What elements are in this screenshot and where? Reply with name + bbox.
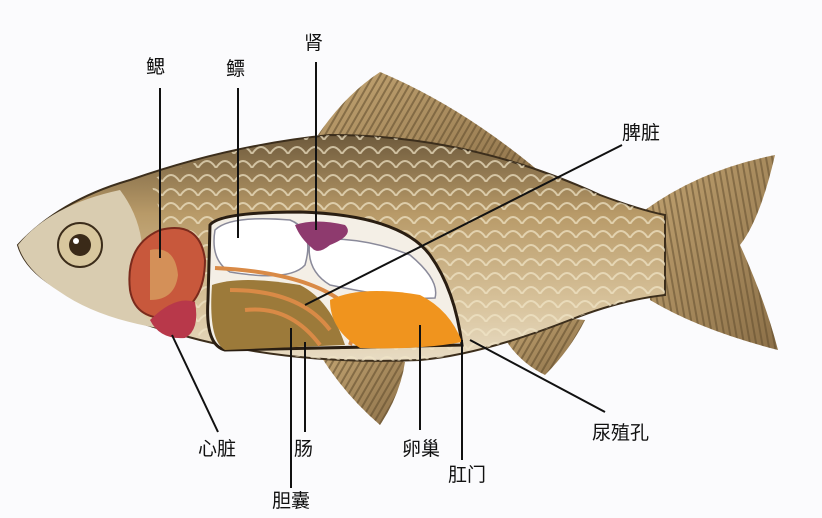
gill-organ (128, 227, 207, 320)
label-spleen: 脾脏 (622, 122, 661, 144)
label-anus: 肛门 (448, 464, 487, 486)
ovary-organ (330, 291, 462, 349)
pelvic-fin (320, 353, 405, 425)
label-swim-bladder: 鳔 (226, 58, 246, 80)
label-urogenital-pore: 尿殖孔 (592, 422, 650, 444)
label-gill: 鳃 (146, 56, 166, 78)
kidney-organ (295, 221, 348, 251)
label-ovary: 卵巢 (402, 438, 441, 460)
label-intestine: 肠 (294, 438, 314, 460)
label-kidney: 肾 (304, 32, 324, 54)
tail-fin (645, 155, 778, 350)
leader-lines (159, 62, 623, 488)
body-cavity (206, 210, 464, 352)
heart-organ (150, 300, 197, 339)
label-gallbladder: 胆囊 (272, 490, 311, 512)
label-heart: 心脏 (198, 438, 237, 460)
